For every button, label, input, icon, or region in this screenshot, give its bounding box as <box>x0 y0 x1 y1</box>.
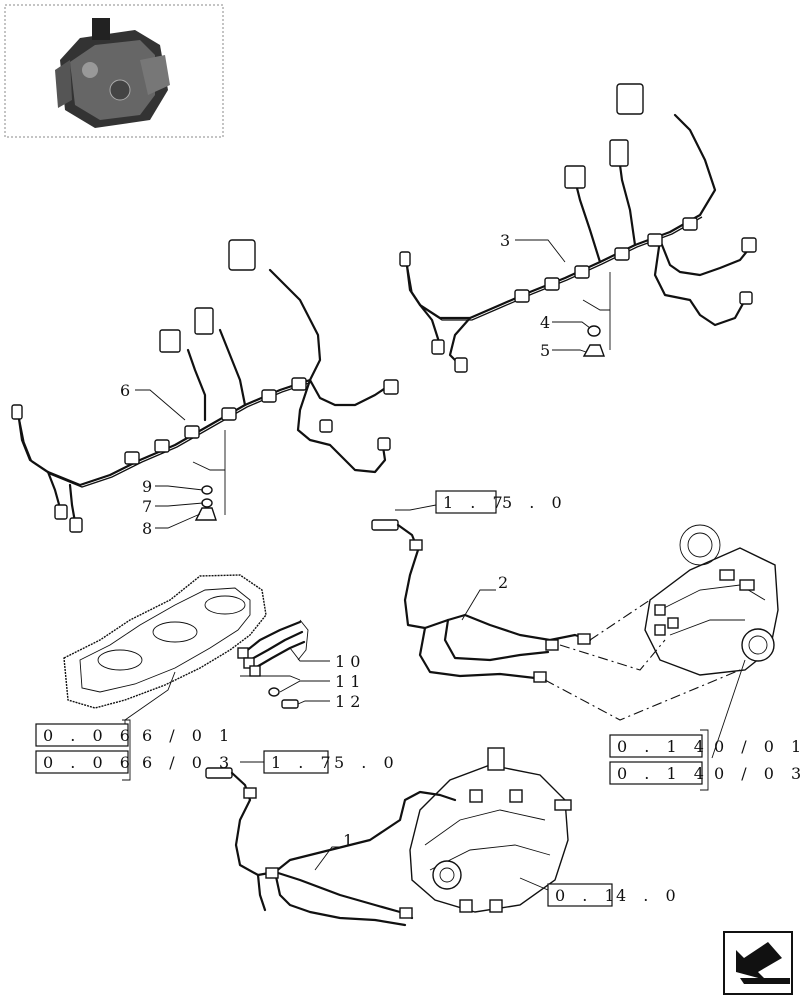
ref-006-a-rest: 6 / 0 1 <box>142 726 235 745</box>
callout-5: 5 <box>540 341 550 360</box>
ref-175-top-boxed: 1 . 7 <box>443 493 509 512</box>
callout-12: 1 2 <box>335 692 360 711</box>
callout-3: 3 <box>500 231 510 250</box>
wiring-harness-3 <box>399 83 757 373</box>
ref-014-b[interactable]: 0 . 1 4 0 / 0 3 <box>609 761 800 785</box>
ref-006-b-rest: 6 / 0 3 <box>142 753 235 772</box>
ref-014-b-boxed: 0 . 1 4 <box>617 764 710 783</box>
ref-0140-rest: 4 . 0 <box>616 886 682 905</box>
injection-pump-upper <box>644 524 779 676</box>
callout-6: 6 <box>120 381 130 400</box>
callout-11: 1 1 <box>335 672 360 691</box>
ref-006-a-boxed: 0 . 0 6 <box>43 726 136 745</box>
pipe-1 <box>205 767 457 927</box>
callout-2: 2 <box>498 573 508 592</box>
ref-006-a[interactable]: 0 . 0 6 6 / 0 1 <box>35 723 235 747</box>
ref-175-bottom-rest: 5 . 0 <box>334 753 400 772</box>
injection-pump-lower <box>409 747 572 913</box>
next-page-arrow-icon[interactable] <box>723 931 793 995</box>
callouts: 3 4 5 6 9 7 8 1 0 1 1 1 2 2 1 <box>120 231 550 850</box>
pipe-2 <box>371 519 741 721</box>
callout-1: 1 <box>343 831 353 850</box>
callout-10: 1 0 <box>335 652 360 671</box>
callout-7: 7 <box>142 497 152 516</box>
callout-8: 8 <box>142 519 152 538</box>
ref-006-b[interactable]: 0 . 0 6 6 / 0 3 <box>35 750 235 774</box>
ref-0140-boxed: 0 . 1 <box>555 886 621 905</box>
ref-175-bottom-boxed: 1 . 7 <box>271 753 337 772</box>
ref-175-bottom[interactable]: 1 . 7 5 . 0 <box>263 750 400 774</box>
engine-thumbnail-icon[interactable] <box>4 4 224 138</box>
callout-9: 9 <box>142 477 152 496</box>
ref-006-b-boxed: 0 . 0 6 <box>43 753 136 772</box>
ref-014-a-rest: 0 / 0 1 <box>714 737 800 756</box>
leader-lines <box>122 239 746 891</box>
ref-175-top-rest: 5 . 0 <box>502 493 568 512</box>
ref-014-a-boxed: 0 . 1 4 <box>617 737 710 756</box>
valve-cover <box>63 574 267 709</box>
ref-0140[interactable]: 0 . 1 4 . 0 <box>547 883 682 907</box>
ref-014-b-rest: 0 / 0 3 <box>714 764 800 783</box>
ref-175-top[interactable]: 1 . 7 5 . 0 <box>435 490 568 514</box>
injector-harness-10 <box>237 619 309 709</box>
callout-4: 4 <box>540 313 550 332</box>
ref-014-a[interactable]: 0 . 1 4 0 / 0 1 <box>609 734 800 758</box>
wiring-harness-6 <box>11 239 399 533</box>
